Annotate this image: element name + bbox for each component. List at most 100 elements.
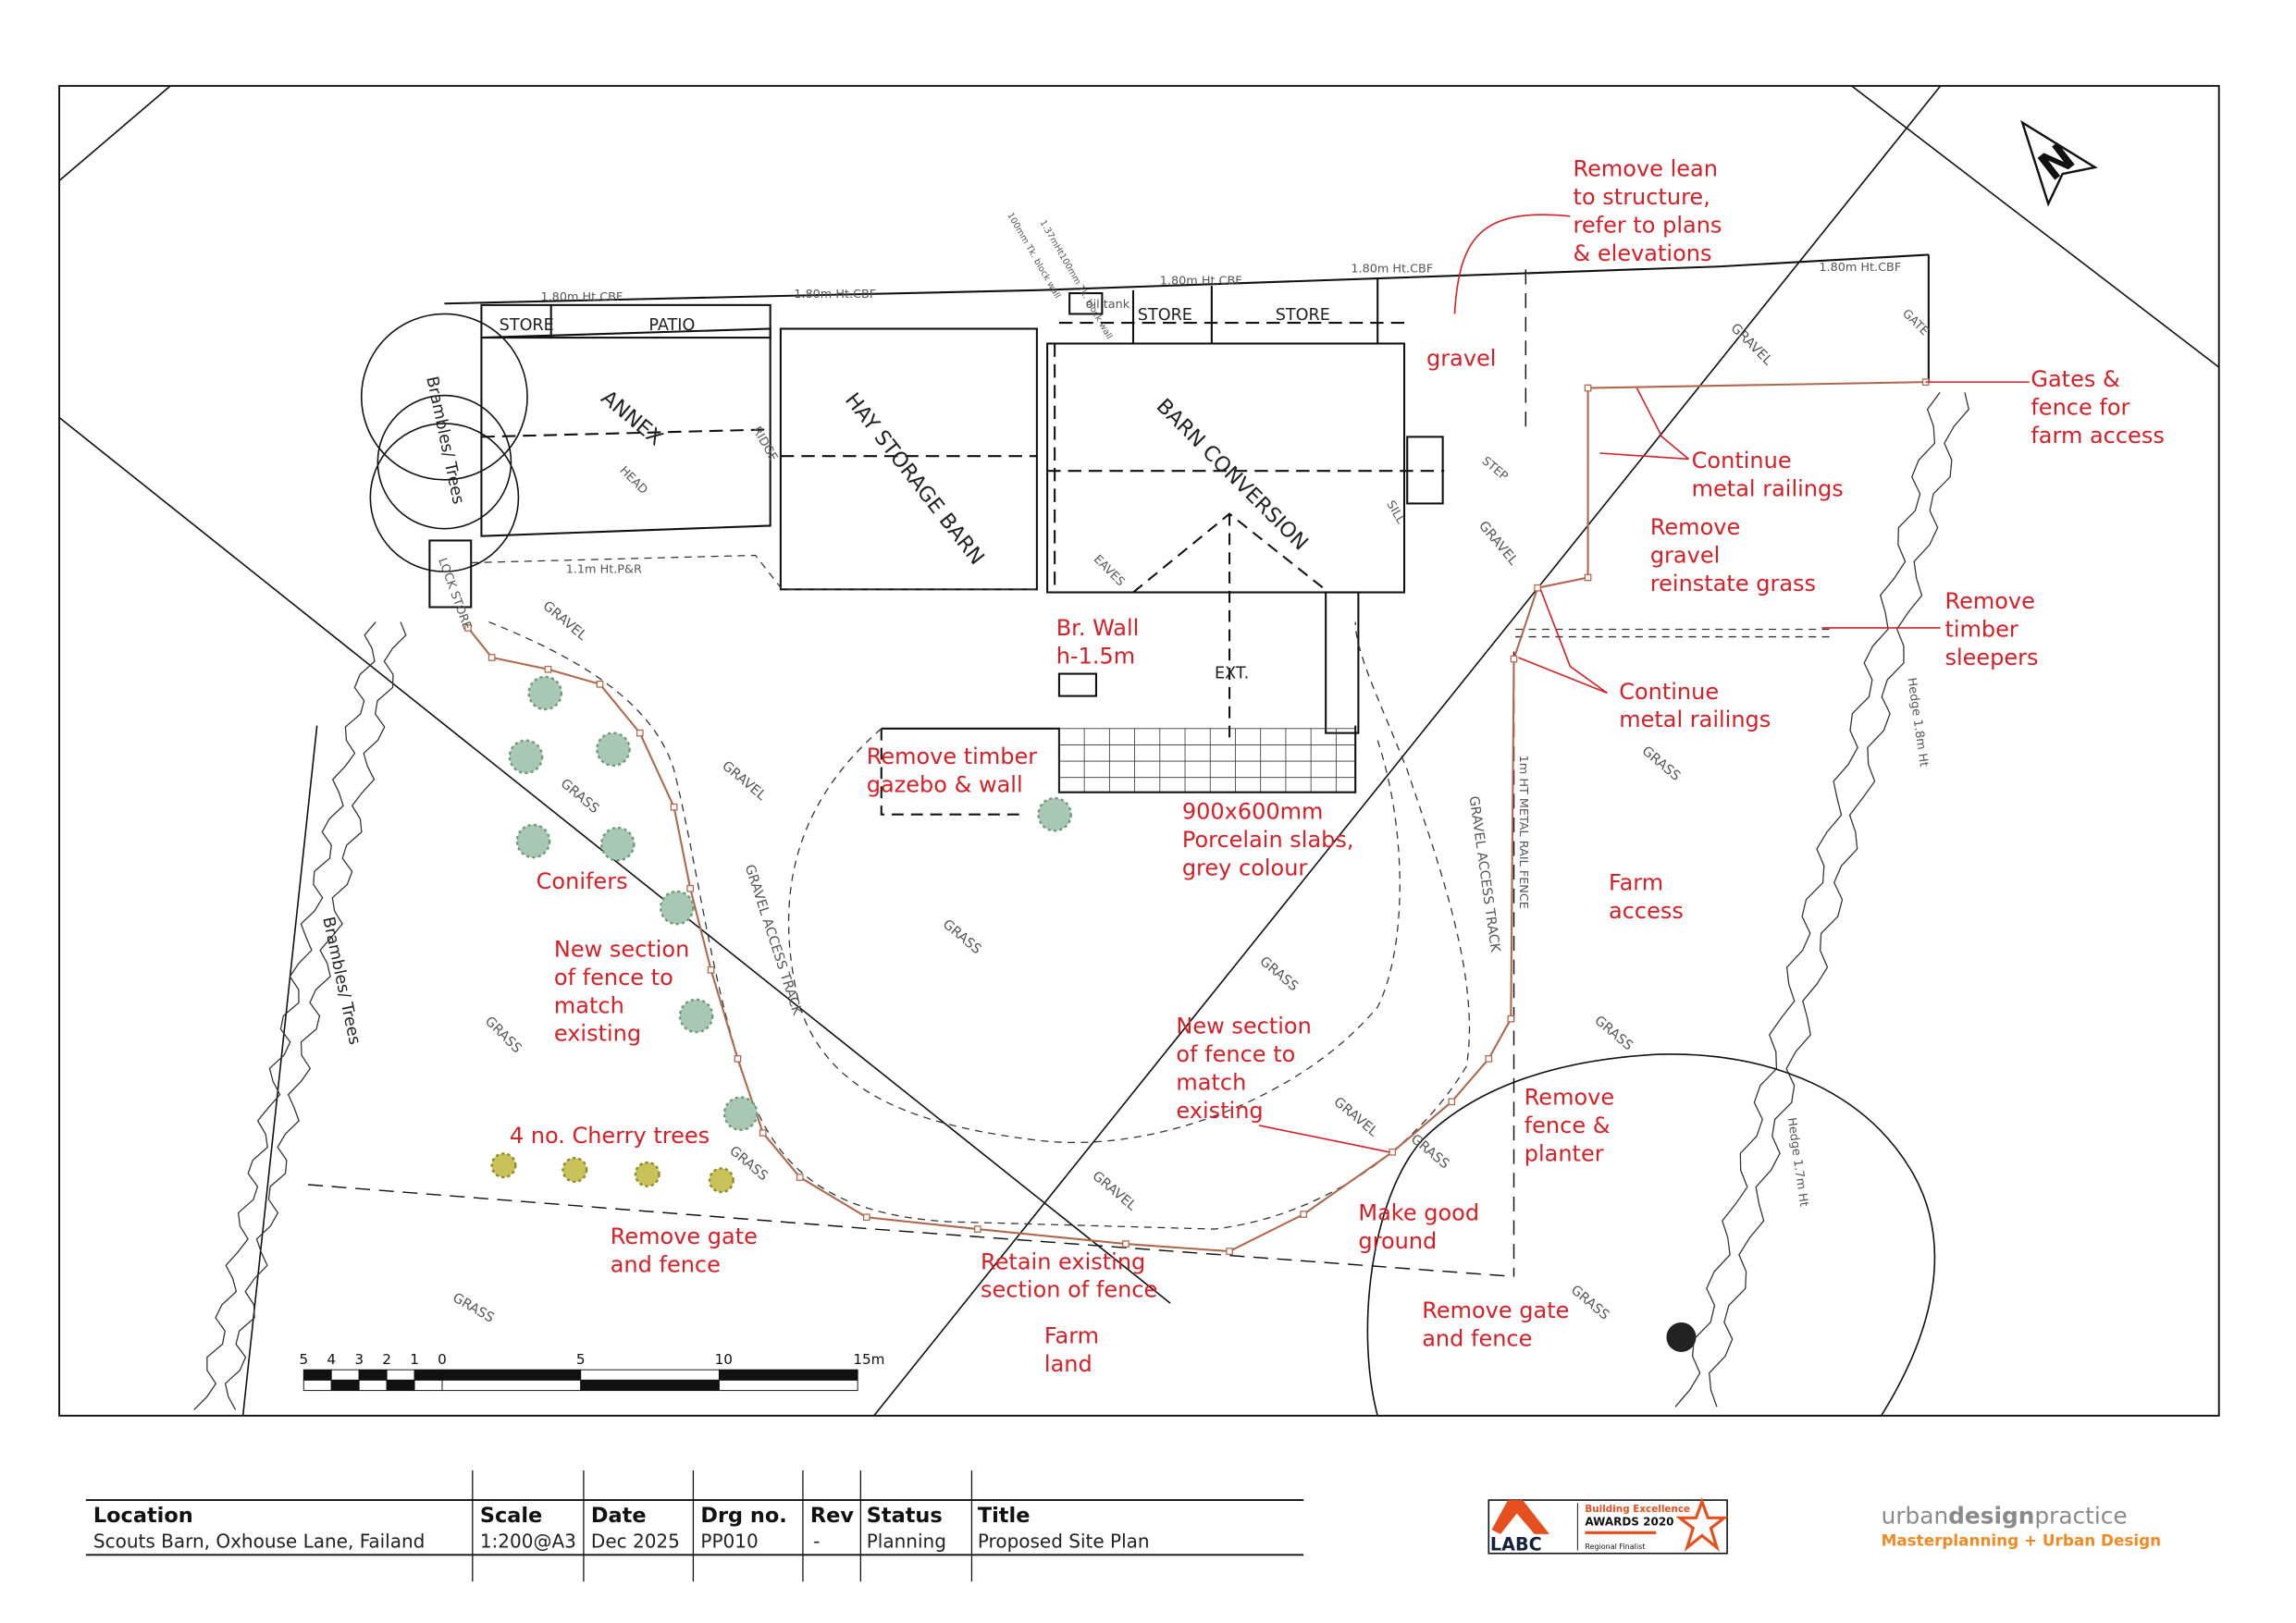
scale-bar-label: 3	[354, 1351, 364, 1368]
grass-label: GRASS	[558, 776, 602, 817]
annotation-text: Conifers	[537, 868, 628, 894]
annotation-text: metal railings	[1619, 707, 1771, 732]
annotation-text: Gates &	[2031, 366, 2119, 392]
annotation-text: of fence to	[1176, 1041, 1295, 1067]
svg-text:urbandesignpractice: urbandesignpractice	[1882, 1503, 2128, 1530]
annotation-text: match	[1176, 1070, 1246, 1096]
north-boundary-fence	[444, 253, 1930, 383]
rev-heading: Rev	[810, 1504, 854, 1528]
scale-bar-cell	[358, 1369, 388, 1381]
access-track-label: GRAVEL ACCESS TRACK	[1466, 795, 1503, 953]
annotation-text: Porcelain slabs,	[1182, 827, 1354, 853]
drg-no-heading: Drg no.	[700, 1504, 786, 1528]
fence-post	[1122, 1240, 1129, 1248]
labc-line2: AWARDS 2020	[1585, 1515, 1673, 1528]
conifer-icon	[1037, 796, 1072, 832]
fence-post	[596, 680, 604, 688]
gravel-label: GRAVEL	[1475, 519, 1521, 569]
grass-label: GRASS	[1568, 1283, 1612, 1323]
scale-value: 1:200@A3	[480, 1530, 576, 1552]
fence-post	[636, 729, 644, 737]
head-label: HEAD	[617, 463, 650, 497]
scale-bar-cell	[441, 1379, 582, 1392]
conifers	[508, 675, 1072, 1131]
access-track-label: GRAVEL ACCESS TRACK	[742, 863, 805, 1017]
location-heading: Location	[93, 1504, 193, 1528]
fence-post	[670, 803, 678, 811]
grass-label: GRASS	[1408, 1132, 1452, 1173]
fence-post	[464, 624, 472, 632]
hedge-label: Hedge 1.8m Ht	[1904, 677, 1930, 768]
cherry-tree-icon	[634, 1161, 660, 1187]
annotation-text: and fence	[611, 1251, 721, 1277]
scale-bar-label: 4	[327, 1351, 336, 1368]
fence-post	[1584, 573, 1592, 582]
annotation-text: Remove gate	[1422, 1297, 1569, 1323]
grass-label: GRASS	[450, 1291, 496, 1326]
title-heading: Title	[978, 1504, 1031, 1528]
conifer-icon	[515, 823, 551, 859]
annotation-text: existing	[1176, 1098, 1263, 1124]
scale-bar-cell	[386, 1369, 415, 1381]
annotation-text: gravel	[1650, 542, 1720, 568]
fence-post	[734, 1055, 742, 1063]
annotation-text: 4 no. Cherry trees	[510, 1123, 710, 1149]
fence-post	[488, 654, 496, 661]
scale-bar-cell	[386, 1379, 415, 1392]
conifer-icon	[722, 1096, 759, 1131]
hay-storage-barn-label: HAY STORAGE BARN	[840, 388, 989, 570]
annotation-text: existing	[554, 1021, 641, 1047]
scale-bar-label: 5	[299, 1351, 308, 1368]
cherry-tree-icon	[562, 1156, 588, 1184]
annotation-text: farm access	[2031, 423, 2164, 449]
annotation-text: Remove	[1650, 514, 1740, 540]
annotation-text: & elevations	[1574, 240, 1712, 266]
scale-bar-cell	[580, 1369, 720, 1381]
wall-label: 100mm Tk. block wall	[1005, 211, 1062, 301]
conifer-icon	[659, 890, 695, 926]
annotation-text: Remove	[1944, 588, 2034, 614]
fence-height-label: 1.1m Ht.P&R	[566, 563, 642, 577]
metal-fence-label: 1m HT METAL RAIL FENCE	[1516, 756, 1530, 909]
fence-post	[1448, 1098, 1456, 1106]
scale-bar-cell	[718, 1379, 858, 1392]
scale-bar-cell	[302, 1379, 332, 1392]
tree-canopies	[360, 313, 1936, 1417]
fence-post	[1226, 1248, 1233, 1255]
fence-height-label: 1.80m Ht.CBF	[1351, 263, 1433, 277]
grass-label: GRASS	[1257, 954, 1302, 995]
scale-bar-label: 10	[715, 1351, 733, 1368]
conifer-icon	[508, 739, 544, 775]
scale-bar-label: 2	[382, 1351, 391, 1368]
annotation-text: ground	[1358, 1228, 1437, 1254]
annotation-text: planter	[1524, 1140, 1604, 1166]
annotation-text: timber	[1944, 617, 2018, 643]
scale-bar-cell	[358, 1379, 388, 1392]
dashed-outlines	[471, 554, 1830, 1230]
fence-height-label: 1.80m Ht.CBF	[540, 290, 623, 304]
fence-post	[759, 1129, 767, 1137]
annotation-text: access	[1609, 898, 1684, 924]
annotation-text: Farm	[1044, 1322, 1099, 1348]
hedges	[193, 391, 1969, 1410]
conifer-icon	[599, 826, 636, 862]
location-value: Scouts Barn, Oxhouse Lane, Failand	[93, 1530, 425, 1552]
scale-bar-cell	[718, 1369, 858, 1381]
tree-trunk-symbol	[1666, 1322, 1697, 1352]
north-arrow: N	[2020, 119, 2098, 207]
annotation-text: Remove gate	[611, 1223, 758, 1249]
annotation-text: grey colour	[1182, 855, 1308, 880]
gravel-label: GRAVEL	[719, 758, 769, 804]
store-label-2: STORE	[1138, 306, 1192, 325]
annotation-text: h-1.5m	[1056, 643, 1135, 669]
date-value: Dec 2025	[591, 1530, 680, 1552]
fence-height-label: 1.80m Ht.CBF	[1819, 261, 1901, 275]
annotation-text: 900x600mm	[1182, 799, 1324, 825]
title-block: Location Scouts Barn, Oxhouse Lane, Fail…	[85, 1470, 1304, 1582]
patio-label: PATIO	[648, 316, 695, 335]
annotation-text: New section	[554, 936, 689, 962]
scale-bar-cell	[330, 1369, 360, 1381]
fence-post	[686, 884, 695, 892]
